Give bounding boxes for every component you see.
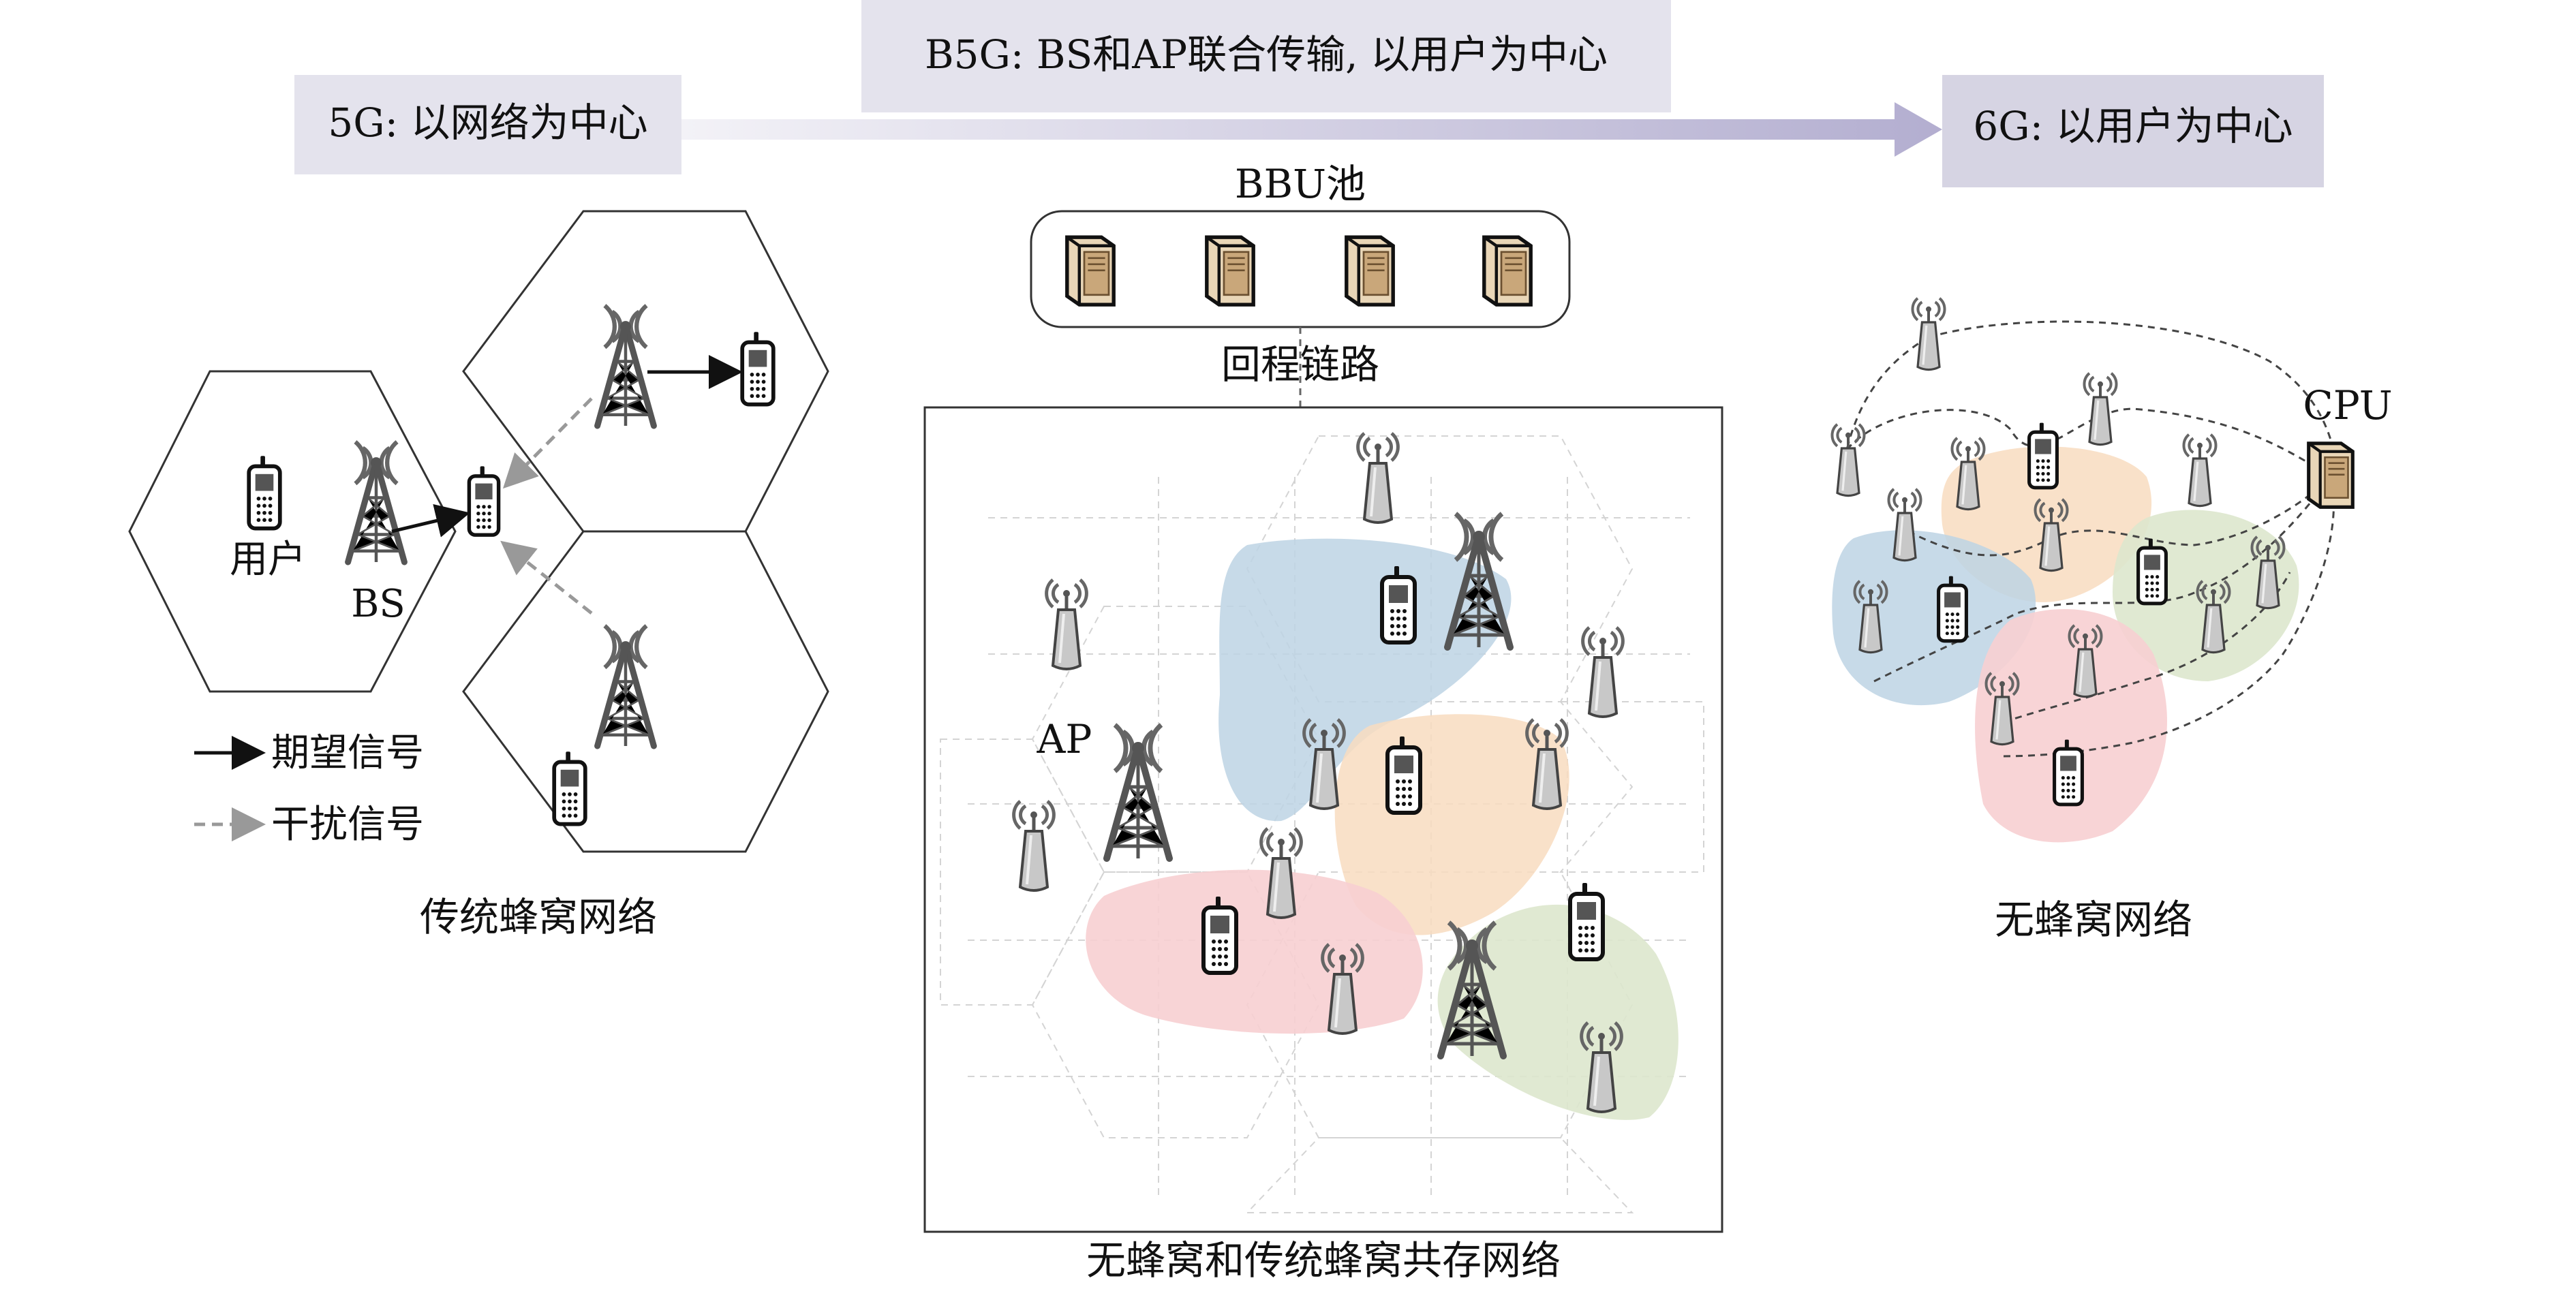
bs-label: BS	[351, 582, 405, 626]
mobile-phone-icon	[1939, 576, 1967, 641]
5g-label-box	[294, 75, 681, 174]
traditional-caption: 传统蜂窝网络	[420, 894, 657, 940]
access-point-icon	[2183, 435, 2215, 506]
access-point-icon	[1832, 424, 1864, 496]
legend: 期望信号 干扰信号	[194, 731, 424, 847]
mobile-phone-icon	[469, 466, 498, 535]
mobile-phone-icon	[2055, 740, 2083, 805]
interference-signal-arrow	[500, 540, 593, 615]
b5g-label: B5G: BS和AP联合传输, 以用户为中心	[925, 31, 1608, 78]
mobile-phone-icon	[249, 456, 280, 528]
interference-signal-arrow	[502, 397, 593, 489]
access-point-icon	[1912, 298, 1944, 370]
mobile-phone-icon	[1203, 897, 1236, 973]
5g-label: 5G: 以网络为中心	[328, 99, 647, 146]
b5g-label-box	[861, 0, 1671, 112]
mobile-phone-icon	[1387, 736, 1420, 813]
user-label: 用户	[230, 538, 306, 582]
server-icon	[2309, 444, 2353, 508]
access-point-icon	[1888, 489, 1920, 561]
cell-tower-icon	[348, 442, 405, 562]
ap-label: AP	[1037, 716, 1092, 762]
coverage-region-blue	[1218, 538, 1512, 822]
cpu-label: CPU	[2303, 382, 2392, 429]
server-icon	[1347, 237, 1393, 305]
cell-tower-icon	[598, 626, 654, 746]
cell-free-panel: CPU 无蜂窝网络	[1832, 298, 2393, 943]
desired-signal-arrow	[391, 503, 470, 538]
server-icon	[1067, 237, 1114, 305]
cell-tower-icon	[598, 306, 654, 426]
legend-desired-label: 期望信号	[271, 731, 424, 775]
coexistence-panel: BBU池 回程链路	[923, 161, 1723, 1284]
coverage-region-pink	[1975, 609, 2167, 843]
evolution-header: 5G: 以网络为中心 B5G: BS和AP联合传输, 以用户为中心 6G: 以用…	[294, 0, 2324, 187]
server-icon	[1484, 237, 1531, 305]
6g-label-box	[1942, 75, 2324, 187]
coexistence-caption: 无蜂窝和传统蜂窝共存网络	[1086, 1237, 1561, 1284]
mobile-phone-icon	[1382, 566, 1415, 642]
cell-free-caption: 无蜂窝网络	[1995, 897, 2192, 943]
mobile-phone-icon	[1570, 883, 1603, 959]
access-point-icon	[2084, 373, 2116, 445]
bbu-pool-label: BBU池	[1235, 161, 1366, 207]
evolution-arrow	[681, 102, 1942, 157]
mobile-phone-icon	[742, 332, 773, 404]
6g-label: 6G: 以用户为中心	[1973, 103, 2293, 149]
coverage-region-green	[1437, 904, 1678, 1120]
server-icon	[1207, 237, 1253, 305]
hex-cell-bottom	[462, 530, 829, 853]
mobile-phone-icon	[2138, 539, 2166, 604]
legend-interference-label: 干扰信号	[271, 803, 424, 847]
coverage-region-pink	[1086, 869, 1423, 1034]
mobile-phone-icon	[2029, 423, 2057, 488]
traditional-cellular-panel: 用户 BS 期望信号 干扰信号 传统蜂窝网络	[128, 210, 829, 940]
hex-cell-left	[128, 370, 457, 693]
mobile-phone-icon	[554, 751, 585, 824]
